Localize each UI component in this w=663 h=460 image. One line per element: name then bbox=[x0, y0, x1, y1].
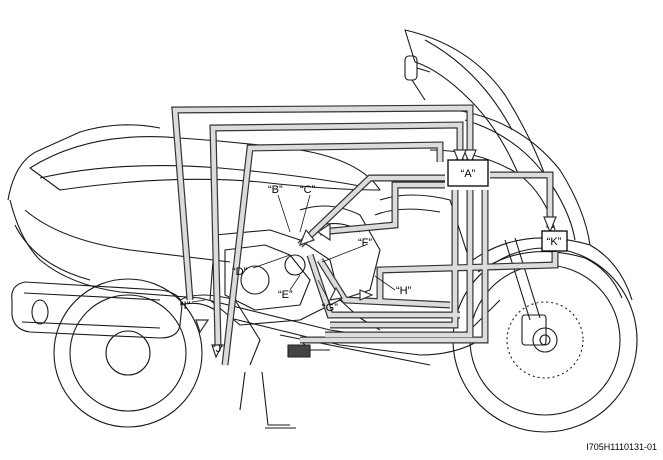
front-cowl bbox=[454, 109, 591, 246]
rear-wheel bbox=[53, 278, 203, 428]
label-c: “C” bbox=[300, 184, 316, 196]
component-box-a: “A” bbox=[447, 159, 489, 187]
label-d: “D” bbox=[232, 266, 248, 278]
arrow-head-k bbox=[543, 216, 557, 234]
center-stand bbox=[239, 371, 296, 429]
front-fender bbox=[469, 237, 633, 301]
arrow-head-g bbox=[328, 286, 343, 301]
front-fork bbox=[504, 239, 531, 321]
muffler bbox=[11, 281, 216, 339]
label-texts: “B” “C” “D” “E” “F” “G” “H” “I” “J” bbox=[180, 184, 412, 355]
rear-cowl bbox=[7, 124, 161, 201]
label-e: “E” bbox=[278, 289, 293, 301]
arrow-head-j bbox=[211, 344, 223, 359]
figure-code: I705H1110131-01 bbox=[586, 442, 657, 452]
arrow-head-i bbox=[195, 319, 210, 334]
label-g: “G” bbox=[322, 302, 338, 314]
label-i: “I” bbox=[180, 300, 191, 312]
seat bbox=[29, 136, 381, 191]
arrow-head-e bbox=[316, 222, 331, 242]
label-f: “F” bbox=[358, 237, 372, 249]
component-box-k: “K” bbox=[541, 230, 568, 252]
callouts bbox=[191, 194, 396, 304]
label-a: “A” bbox=[461, 168, 476, 180]
wiring-harness bbox=[171, 104, 559, 366]
label-b: “B” bbox=[268, 184, 283, 196]
label-k: “K” bbox=[547, 236, 562, 248]
arrow-head-b bbox=[298, 228, 315, 247]
mirror bbox=[404, 55, 431, 101]
arrow-head-a-1 bbox=[463, 149, 477, 167]
label-j: “J” bbox=[212, 343, 225, 355]
arrow-head-a-2 bbox=[453, 149, 467, 167]
side-reflector bbox=[287, 344, 311, 358]
label-h: “H” bbox=[396, 285, 412, 297]
arrow-head-h bbox=[359, 289, 374, 301]
